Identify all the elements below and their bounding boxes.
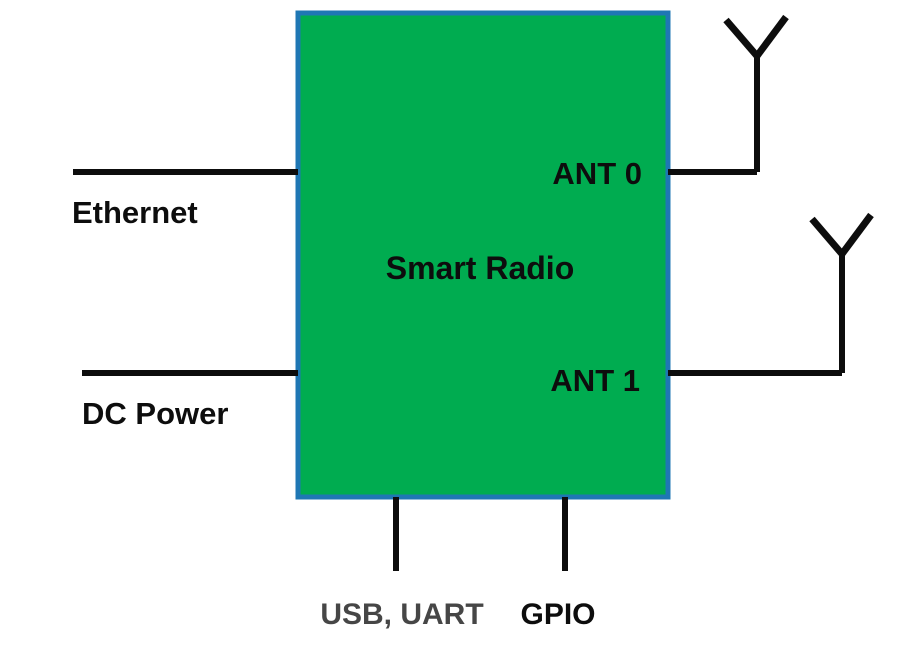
usb-uart-label: USB, UART	[320, 598, 483, 631]
ethernet-label: Ethernet	[72, 195, 198, 230]
gpio-label: GPIO	[520, 598, 595, 631]
ant0-label: ANT 0	[552, 156, 642, 191]
antenna-0-left-arm	[723, 17, 760, 59]
dc-power-label: DC Power	[82, 396, 228, 431]
ant1-label: ANT 1	[550, 363, 640, 398]
antenna-1-left-arm	[809, 216, 845, 257]
smart-radio-title: Smart Radio	[386, 250, 574, 286]
antenna-0-icon	[723, 14, 789, 172]
antenna-0-right-arm	[754, 14, 789, 59]
antenna-1-right-arm	[839, 212, 874, 257]
antenna-1-icon	[809, 212, 874, 373]
smart-radio-box	[295, 10, 671, 500]
